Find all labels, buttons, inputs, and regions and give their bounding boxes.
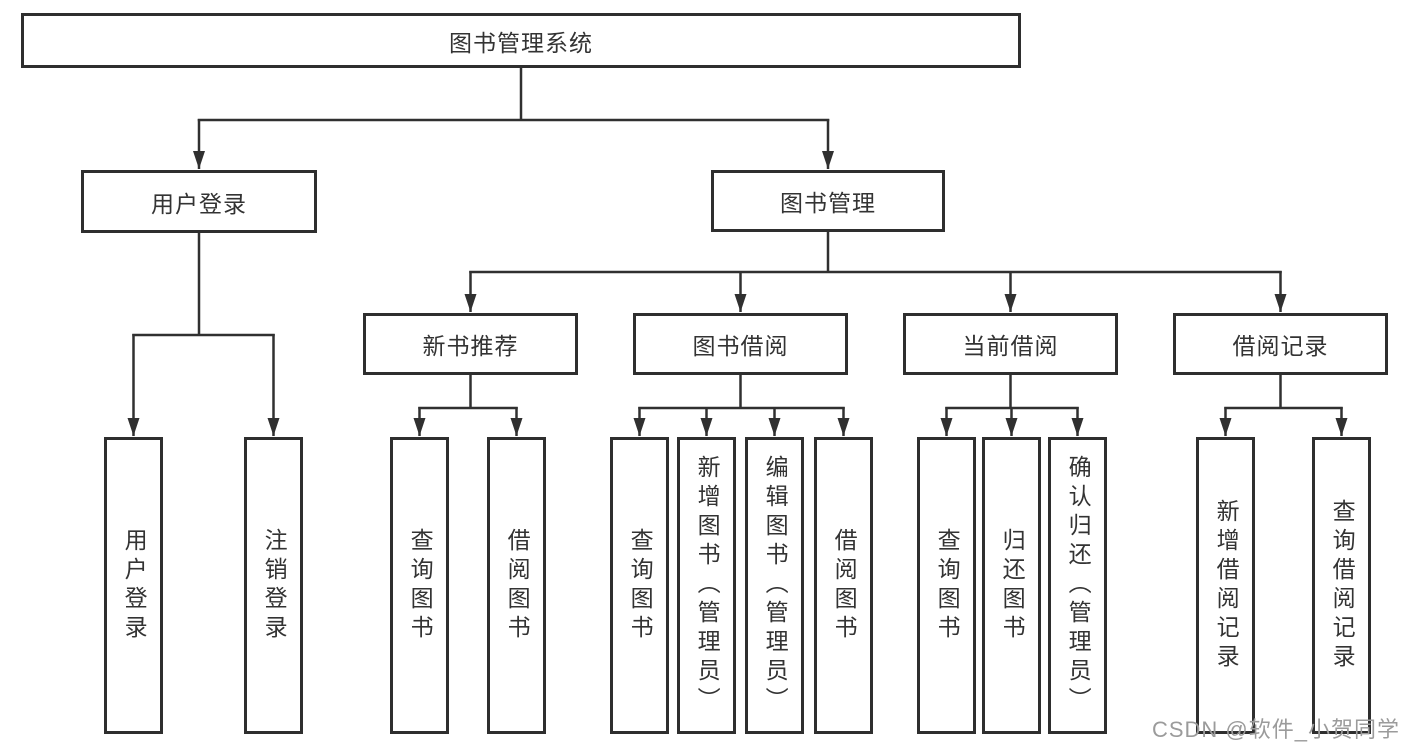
new-books-node: 新书推荐 — [363, 313, 578, 375]
watermark: CSDN @软件_小贺同学 — [1151, 717, 1400, 742]
leaf-current-query: 查询图书 — [917, 437, 976, 734]
leaf-user-login: 用户登录 — [104, 437, 163, 734]
leaf-logout: 注销登录 — [244, 437, 303, 734]
leaf-current-confirm-admin: 确认归还（管理员） — [1048, 437, 1107, 734]
leaf-current-return: 归还图书 — [982, 437, 1041, 734]
leaf-borrow-add-admin: 新增图书（管理员） — [677, 437, 736, 734]
leaf-records-add: 新增借阅记录 — [1196, 437, 1255, 734]
current-borrow-node: 当前借阅 — [903, 313, 1118, 375]
borrow-records-node: 借阅记录 — [1173, 313, 1388, 375]
leaf-newbooks-query: 查询图书 — [390, 437, 449, 734]
root-node: 图书管理系统 — [21, 13, 1021, 68]
book-borrow-node: 图书借阅 — [633, 313, 848, 375]
book-management-node: 图书管理 — [711, 170, 945, 232]
leaf-newbooks-borrow: 借阅图书 — [487, 437, 546, 734]
leaf-records-query: 查询借阅记录 — [1312, 437, 1371, 734]
user-login-node: 用户登录 — [81, 170, 317, 233]
leaf-borrow-borrow: 借阅图书 — [814, 437, 873, 734]
leaf-borrow-query: 查询图书 — [610, 437, 669, 734]
leaf-borrow-edit-admin: 编辑图书（管理员） — [745, 437, 804, 734]
